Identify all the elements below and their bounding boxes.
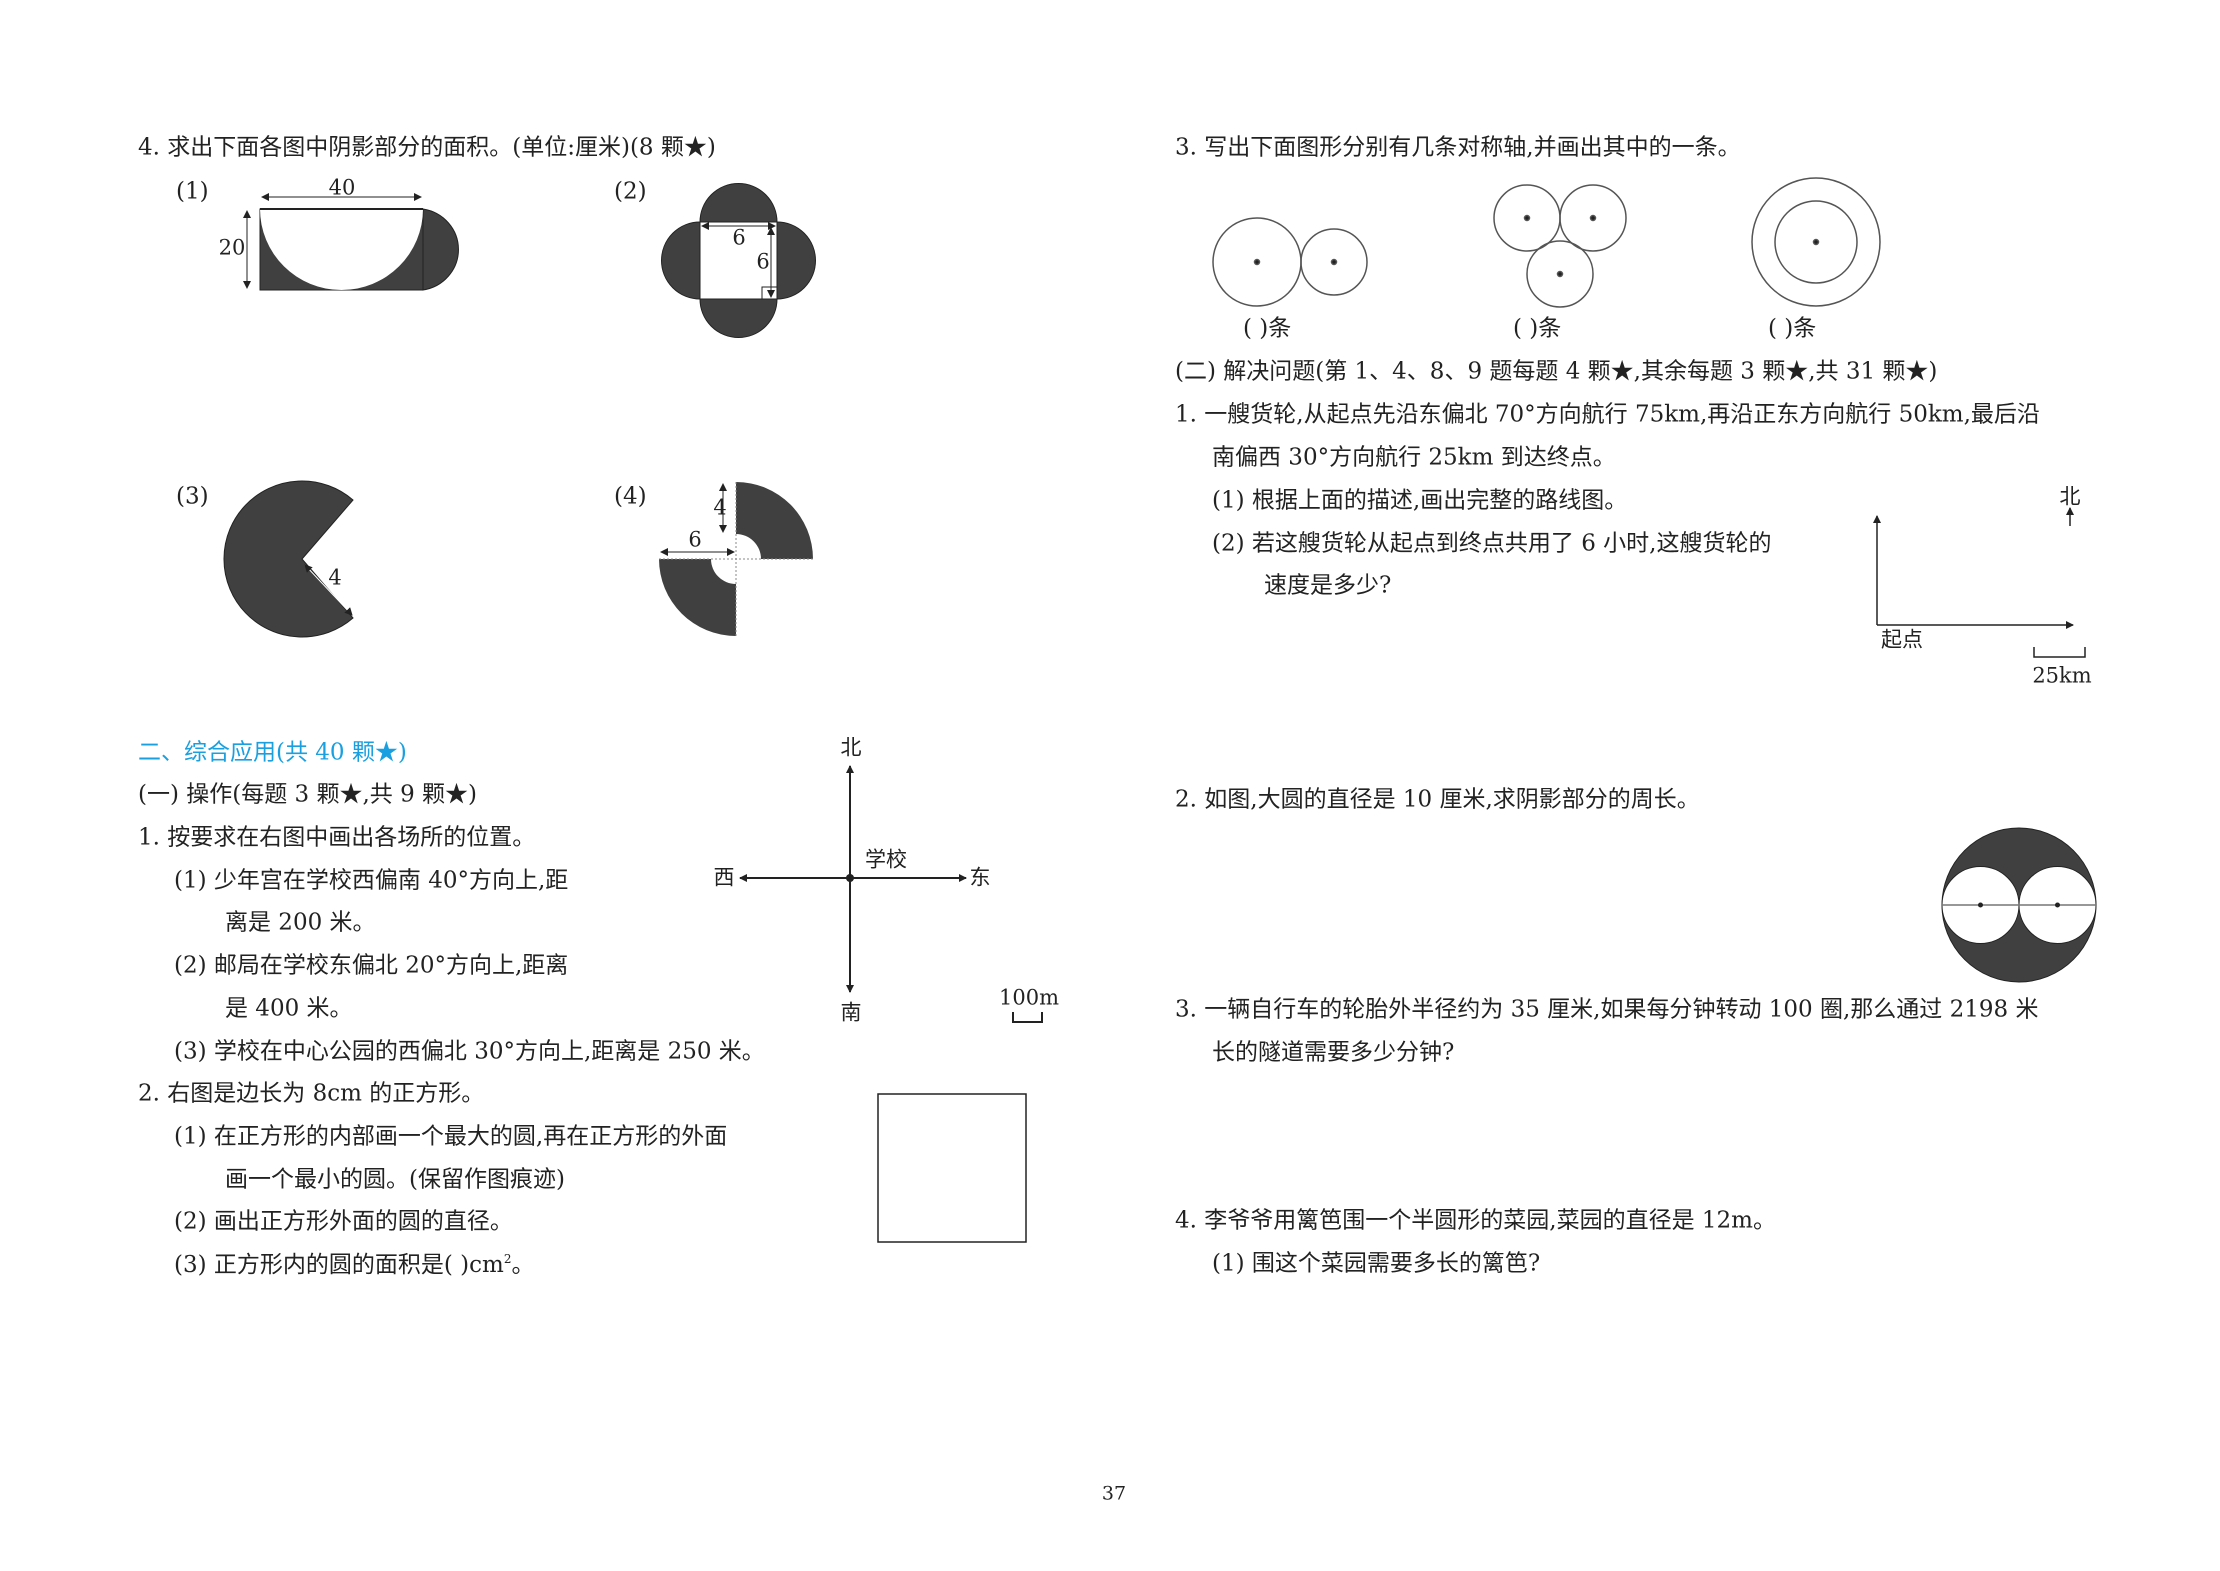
p1-line: 速度是多少? xyxy=(1264,572,1392,599)
symmetry-figure-three-circles xyxy=(1493,184,1627,308)
symmetry-figure-concentric-circles xyxy=(1751,177,1881,307)
section-heading: 二、综合应用(共 40 颗★) xyxy=(138,739,407,766)
p2-title: 2. 如图,大圆的直径是 10 厘米,求阴影部分的周长。 xyxy=(1175,786,1700,813)
fig2-label: (2) xyxy=(614,178,647,205)
fig4-horizontal: 6 xyxy=(688,527,702,552)
p1-line: (1) 根据上面的描述,画出完整的路线图。 xyxy=(1212,487,1628,514)
route-start: 起点 xyxy=(1881,627,1923,652)
fig4-label: (4) xyxy=(614,483,647,510)
compass-west: 西 xyxy=(713,865,735,890)
compass-north: 北 xyxy=(840,735,862,760)
compass-diagram xyxy=(739,765,1043,1023)
op-q1-item: (3) 学校在中心公园的西偏北 30°方向上,距离是 250 米。 xyxy=(174,1038,765,1065)
fig1-label: (1) xyxy=(176,178,209,205)
op-q2-item: (3) 正方形内的圆的面积是( )cm2。 xyxy=(174,1253,534,1277)
sym-blank-1: ( )条 xyxy=(1243,315,1292,342)
p3-line: 长的隧道需要多少分钟? xyxy=(1212,1039,1455,1066)
compass-scale: 100m xyxy=(999,985,1059,1010)
p4-line: (1) 围这个菜园需要多长的篱笆? xyxy=(1212,1250,1541,1277)
p1-line: 南偏西 30°方向航行 25km 到达终点。 xyxy=(1212,444,1616,471)
fig3-radius: 4 xyxy=(328,565,342,590)
area-blank-text: (3) 正方形内的圆的面积是( )cm xyxy=(174,1251,504,1278)
fig1-height: 20 xyxy=(218,235,246,260)
fig3-label: (3) xyxy=(176,483,209,510)
q4-title: 4. 求出下面各图中阴影部分的面积。(单位:厘米)(8 颗★) xyxy=(138,134,716,161)
sym-blank-3: ( )条 xyxy=(1768,315,1817,342)
fig1-width: 40 xyxy=(328,175,356,200)
big-circle-two-small-circles xyxy=(1941,827,2097,983)
compass-south: 南 xyxy=(840,1000,862,1025)
op-q1-item: (1) 少年宫在学校西偏南 40°方向上,距 xyxy=(174,867,569,894)
p1-line: (2) 若这艘货轮从起点到终点共用了 6 小时,这艘货轮的 xyxy=(1212,530,1772,557)
square-8cm xyxy=(877,1093,1027,1243)
figure-2-square-four-semicircles xyxy=(661,183,816,338)
route-scale: 25km xyxy=(2032,663,2092,688)
fig4-vertical: 4 xyxy=(713,495,727,520)
compass-east: 东 xyxy=(969,865,991,890)
op-q2-item: (2) 画出正方形外面的圆的直径。 xyxy=(174,1208,513,1235)
op-q1-item: 离是 200 米。 xyxy=(225,909,376,936)
period: 。 xyxy=(511,1251,535,1278)
route-diagram-axes xyxy=(1873,507,2086,658)
route-north: 北 xyxy=(2059,484,2081,509)
p1-line: 1. 一艘货轮,从起点先沿东偏北 70°方向航行 75km,再沿正东方向航行 5… xyxy=(1175,401,2040,428)
sym-q3-title: 3. 写出下面图形分别有几条对称轴,并画出其中的一条。 xyxy=(1175,134,1741,161)
op-q1-item: (2) 邮局在学校东偏北 20°方向上,距离 xyxy=(174,952,569,979)
p3-line: 3. 一辆自行车的轮胎外半径约为 35 厘米,如果每分钟转动 100 圈,那么通… xyxy=(1175,996,2039,1023)
op-q1-title: 1. 按要求在右图中画出各场所的位置。 xyxy=(138,824,536,851)
fig2-side-b: 6 xyxy=(756,249,770,274)
p4-line: 4. 李爷爷用篱笆围一个半圆形的菜园,菜园的直径是 12m。 xyxy=(1175,1207,1776,1234)
superscript: 2 xyxy=(503,1252,512,1267)
symmetry-figure-two-circles xyxy=(1212,217,1368,307)
compass-school: 学校 xyxy=(865,847,907,872)
figure-1-rect-semicircle xyxy=(243,193,459,291)
figure-3-sector xyxy=(223,480,354,638)
part1-heading: (一) 操作(每题 3 颗★,共 9 颗★) xyxy=(138,781,478,808)
op-q2-title: 2. 右图是边长为 8cm 的正方形。 xyxy=(138,1080,485,1107)
op-q2-item: (1) 在正方形的内部画一个最大的圆,再在正方形的外面 xyxy=(174,1123,728,1150)
page-number: 37 xyxy=(1101,1482,1127,1505)
op-q2-item: 画一个最小的圆。(保留作图痕迹) xyxy=(225,1166,565,1193)
op-q1-item: 是 400 米。 xyxy=(225,995,353,1022)
figure-4-quarter-rings xyxy=(659,482,813,636)
part2-heading: (二) 解决问题(第 1、4、8、9 题每题 4 颗★,其余每题 3 颗★,共 … xyxy=(1175,358,1938,385)
sym-blank-2: ( )条 xyxy=(1513,315,1562,342)
fig2-side-a: 6 xyxy=(732,225,746,250)
